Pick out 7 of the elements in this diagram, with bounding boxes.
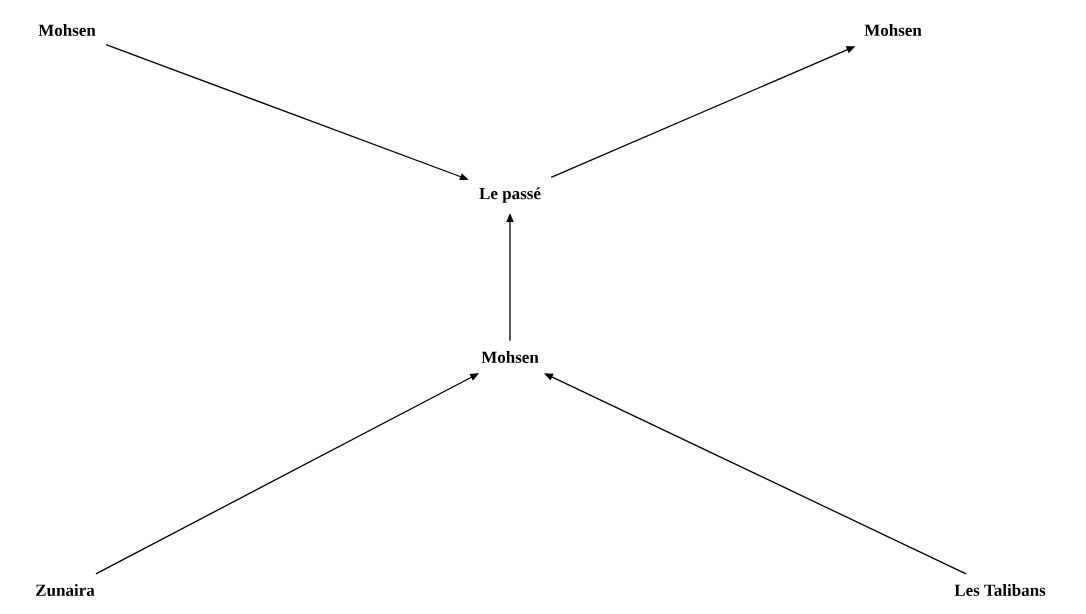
node-label: Les Talibans xyxy=(954,584,1046,596)
node-label: Le passé xyxy=(479,187,541,203)
arrow xyxy=(544,373,967,575)
node-label: Mohsen xyxy=(864,24,922,36)
node-label: Mohsen xyxy=(481,351,539,363)
node-label: Mohsen xyxy=(38,24,96,36)
node-label: Zunaira xyxy=(36,584,95,596)
